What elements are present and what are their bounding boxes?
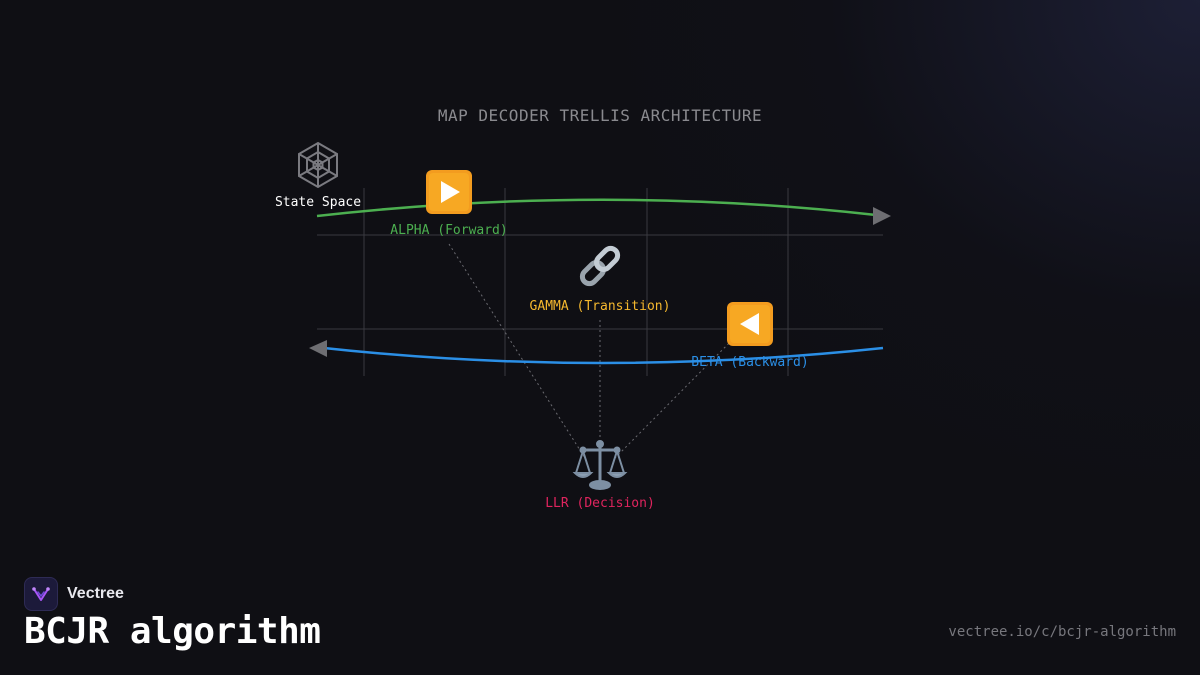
- vectree-logo-icon: [24, 577, 58, 611]
- forward-arrowhead: [873, 207, 891, 225]
- alpha-label: ALPHA (Forward): [390, 223, 508, 238]
- trellis-grid: [317, 188, 883, 376]
- diagram-title: MAP DECODER TRELLIS ARCHITECTURE: [437, 106, 763, 125]
- page-url[interactable]: vectree.io/c/bcjr-algorithm: [948, 624, 1176, 640]
- page-title: BCJR algorithm: [24, 611, 321, 652]
- connector-beta-llr: [614, 321, 751, 459]
- beta-label: BETA (Backward): [691, 355, 809, 370]
- backward-recursion-arrow: [323, 346, 884, 365]
- brand[interactable]: Vectree: [24, 577, 124, 611]
- play-button-icon: [426, 170, 472, 214]
- gamma-label: GAMMA (Transition): [529, 299, 671, 314]
- llr-label: LLR (Decision): [545, 496, 655, 511]
- forward-recursion-arrow: [316, 198, 877, 218]
- backward-arrowhead: [309, 340, 327, 357]
- reverse-button-icon: [727, 302, 773, 346]
- spider-web-icon: [298, 141, 338, 189]
- llr-connectors: [448, 243, 751, 459]
- connector-alpha-llr: [448, 243, 586, 459]
- brand-name: Vectree: [67, 585, 124, 602]
- balance-scale-icon: [572, 440, 628, 490]
- state-space-label: State Space: [274, 195, 362, 210]
- link-icon: [579, 245, 621, 287]
